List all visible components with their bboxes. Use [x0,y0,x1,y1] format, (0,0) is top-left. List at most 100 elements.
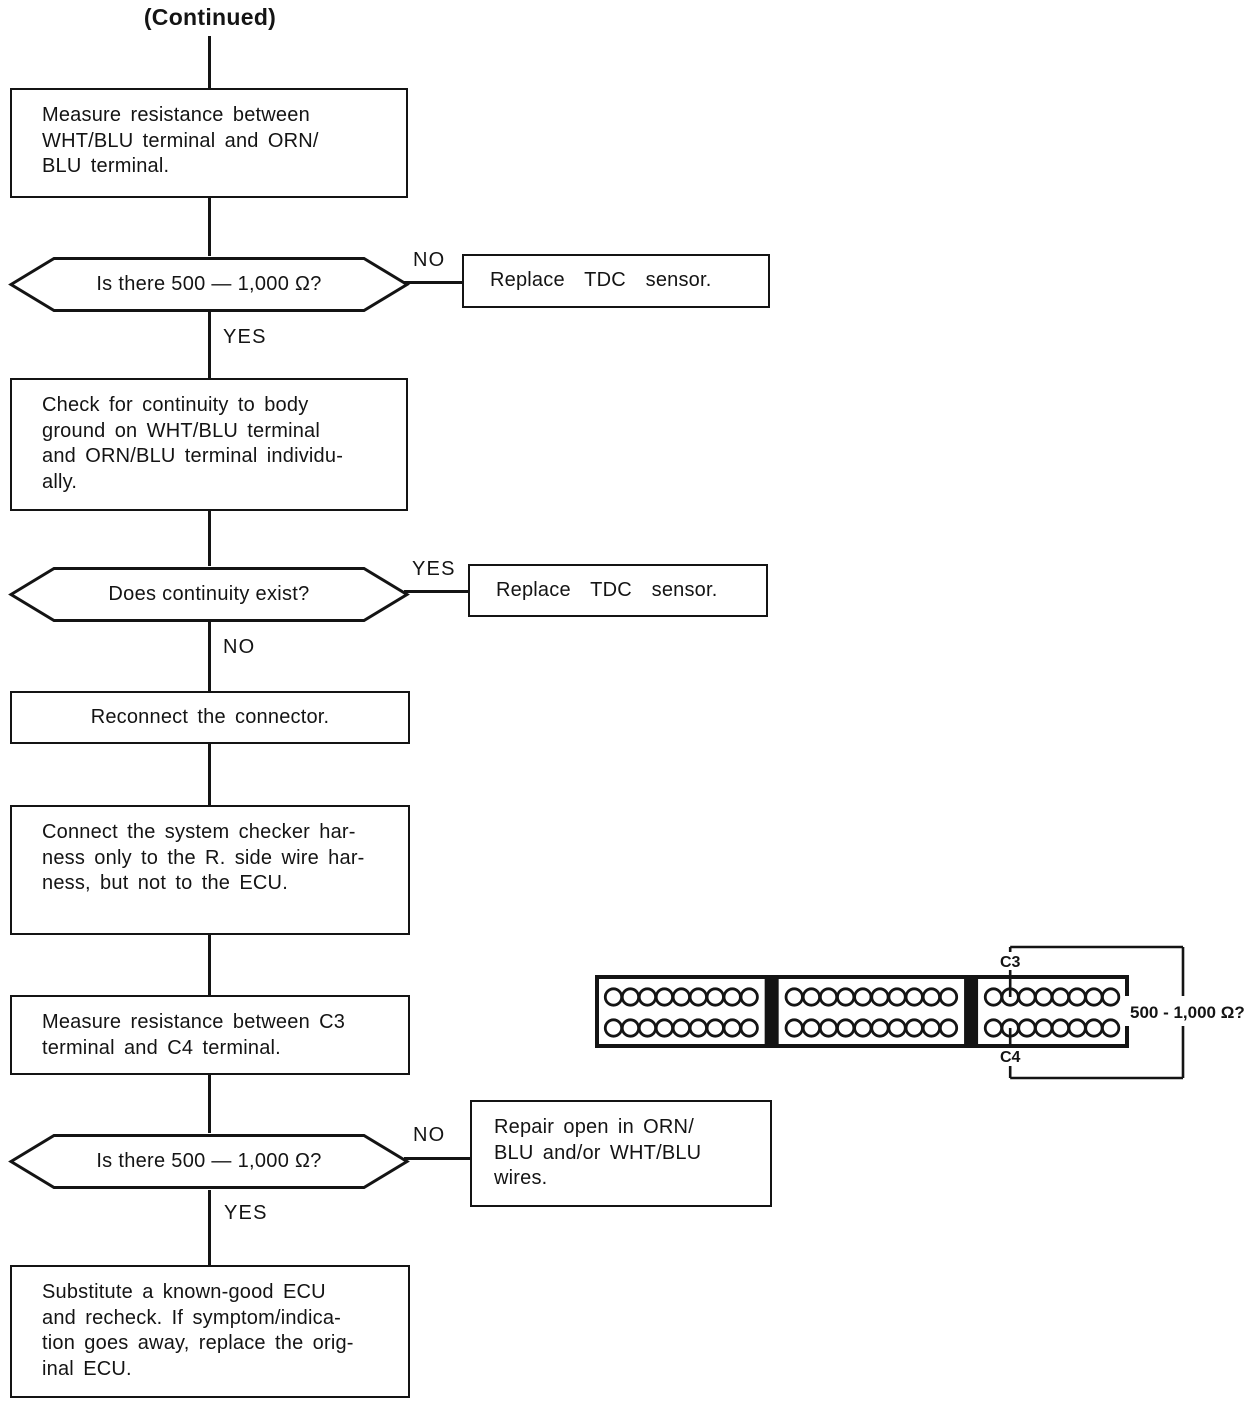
connector-pin [1050,1018,1071,1038]
connector-divider [964,977,979,1046]
connector-pin [784,1018,804,1038]
edge-label-no-3: NO [413,1124,446,1146]
connector-pin [784,987,804,1007]
connector-pin [705,987,725,1007]
measurement-label: 500 - 1,000 Ω? [1130,1003,1245,1022]
connector-pin [836,987,856,1007]
connector-pin [853,1018,873,1038]
node-text: Replace TDC sensor. [490,269,712,292]
connector-pin [1067,987,1087,1007]
decision-text: Is there 500 — 1,000 Ω? [96,1150,322,1172]
decision-hexagon-shape [8,567,410,622]
connector-pin [870,1018,890,1038]
node-text: Measure resistance between C3 terminal a… [42,1011,346,1059]
flow-line [208,312,211,378]
node-check-continuity: Check for continuity to body ground on W… [10,378,408,511]
connector-pin [887,987,907,1007]
decision-hexagon-shape [8,1134,410,1189]
connector-pin [1101,987,1121,1007]
connector-pin [1017,987,1037,1007]
flow-line [404,1157,470,1160]
connector-pin [739,987,759,1007]
connector-pin [1017,1018,1037,1038]
edge-label-no-2: NO [223,636,256,658]
connector-pin [836,1018,856,1038]
connector-pin [1101,1018,1121,1038]
node-measure-c3-c4: Measure resistance between C3 terminal a… [10,995,410,1075]
connector-pin [818,1018,839,1038]
connector-pin [983,1018,1004,1038]
connector-pin [688,1018,708,1038]
flow-line [404,590,468,593]
connector-pin [722,1018,742,1038]
connector-pin [620,987,641,1007]
node-text: Connect the system checker har- ness onl… [42,821,365,894]
decision-hexagon [8,1134,410,1189]
connector-pin [818,987,839,1007]
connector-pin [870,987,890,1007]
connector-pin [801,1018,821,1038]
node-text: Measure resistance between WHT/BLU termi… [42,104,319,177]
flow-line [208,1075,211,1133]
decision-hexagon [8,257,410,312]
connector-pin [887,1018,907,1038]
connector-pin [603,987,624,1007]
connector-pin [938,1018,959,1038]
node-text: Repair open in ORN/ BLU and/or WHT/BLU w… [494,1116,702,1189]
measurement-label-backing [1125,996,1248,1026]
node-repair-open-wires: Repair open in ORN/ BLU and/or WHT/BLU w… [470,1100,772,1207]
connector-pin [688,987,708,1007]
node-replace-tdc-sensor-1: Replace TDC sensor. [462,254,770,308]
connector-pin [938,987,959,1007]
decision-text: Does continuity exist? [108,583,310,605]
flow-line [208,511,211,566]
node-measure-resistance-wht-blu: Measure resistance between WHT/BLU termi… [10,88,408,198]
connector-pin [722,987,742,1007]
flow-line [208,1190,211,1265]
connector-pin [1034,1018,1054,1038]
edge-label-yes-2: YES [412,558,456,580]
connector-pin [904,987,924,1007]
decision-is-there-500-1000-ohm-2: Is there 500 — 1,000 Ω? [8,1133,410,1190]
connector-pin [654,987,674,1007]
node-text: Check for continuity to body ground on W… [42,394,344,493]
node-replace-tdc-sensor-2: Replace TDC sensor. [468,564,768,617]
node-text: Reconnect the connector. [90,705,330,728]
decision-does-continuity-exist: Does continuity exist? [8,566,410,623]
connector-pin [904,1018,924,1038]
connector-pin [1050,987,1071,1007]
connector-pin [705,1018,725,1038]
node-reconnect-connector: Reconnect the connector. [10,691,410,744]
node-text: Replace TDC sensor. [496,578,718,601]
connector-pin [921,1018,941,1038]
pin-label-c4: C4 [1000,1049,1021,1066]
pin-label-c3: C3 [1000,954,1021,971]
connector-pin [1034,987,1054,1007]
node-connect-checker-harness: Connect the system checker har- ness onl… [10,805,410,935]
connector-pin [671,1018,691,1038]
flowchart-title: (Continued) [143,4,277,30]
decision-text: Is there 500 — 1,000 Ω? [96,273,322,295]
connector-pin [637,987,658,1007]
flow-line [208,935,211,995]
connector-pin [671,987,691,1007]
decision-is-there-500-1000-ohm-1: Is there 500 — 1,000 Ω? [8,256,410,313]
flow-line [208,622,211,691]
flow-line [208,744,211,805]
flow-line [208,198,211,256]
edge-label-yes-3: YES [224,1202,268,1224]
connector-pin [983,987,1004,1007]
edge-label-no-1: NO [413,249,446,271]
connector-pin [1067,1018,1087,1038]
decision-hexagon [8,567,410,622]
connector-pin [921,987,941,1007]
flow-line [404,281,462,284]
connector-divider [764,977,779,1046]
connector-pin [620,1018,641,1038]
edge-label-yes-1: YES [223,326,267,348]
connector-pin [654,1018,674,1038]
connector-pin [1084,987,1104,1007]
connector-pin [1084,1018,1104,1038]
